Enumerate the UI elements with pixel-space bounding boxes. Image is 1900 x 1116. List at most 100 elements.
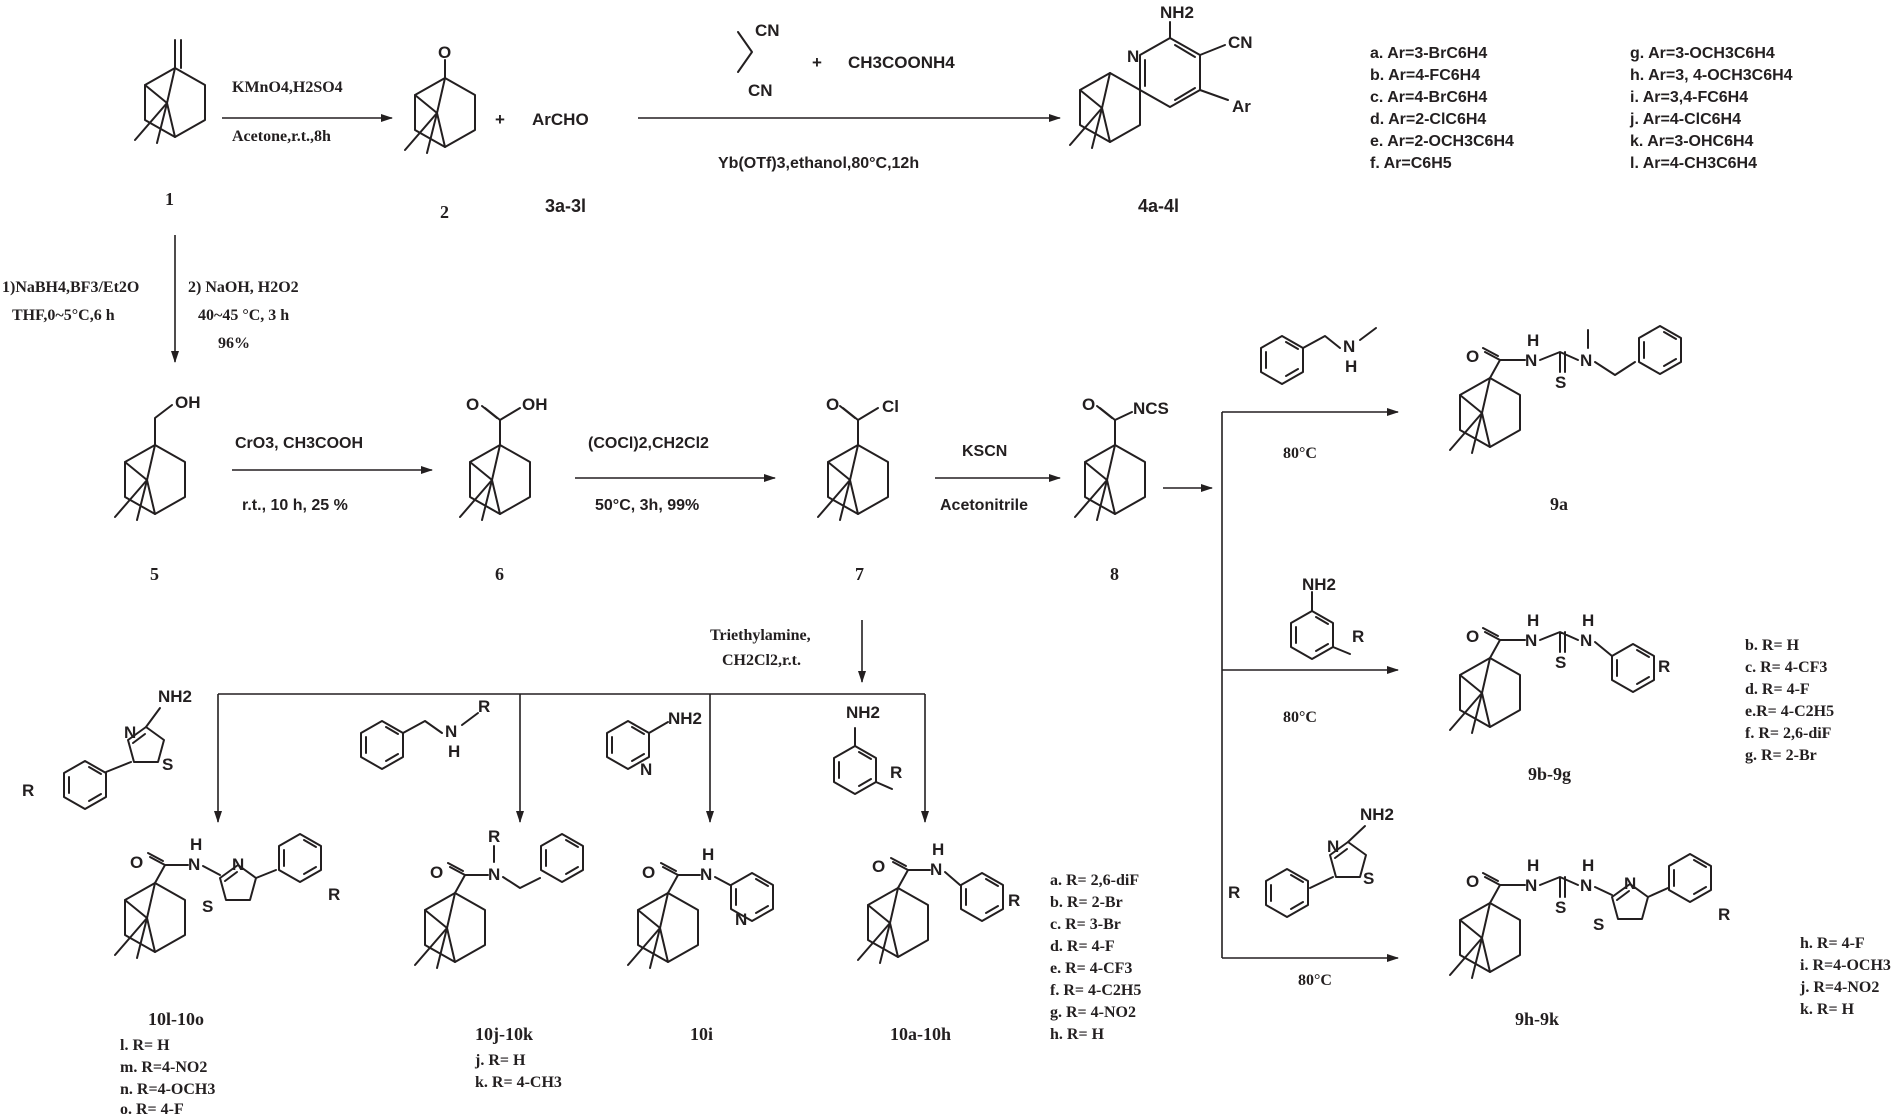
svg-text:N: N <box>1343 337 1355 356</box>
svg-text:c. Ar=4-BrC6H4: c. Ar=4-BrC6H4 <box>1370 89 1487 106</box>
substituent-list-10a: a. R= 2,6-diF b. R= 2-Br c. R= 3-Br d. R… <box>1050 872 1141 1043</box>
svg-text:R: R <box>488 827 500 846</box>
compound-9h-structure: O N H S N H N S R <box>1449 853 1730 979</box>
svg-text:j. R= H: j. R= H <box>474 1052 526 1069</box>
compound-10j-label: 10j-10k <box>475 1024 533 1044</box>
svg-text:m. R=4-NO2: m. R=4-NO2 <box>120 1059 207 1076</box>
substituent-list-10l: l. R= H m. R=4-NO2 n. R=4-OCH3 o. R= 4-F <box>120 1037 215 1116</box>
condition-naoh: 2) NaOH, H2O2 <box>188 279 299 296</box>
svg-text:N: N <box>124 723 136 742</box>
svg-text:N: N <box>188 855 200 874</box>
compound-2-label: 2 <box>440 202 449 222</box>
svg-text:O: O <box>1082 395 1095 414</box>
svg-text:NH2: NH2 <box>1360 805 1394 824</box>
svg-text:k. R= H: k. R= H <box>1800 1001 1855 1018</box>
svg-text:H: H <box>448 742 460 761</box>
svg-text:b. R= H: b. R= H <box>1745 637 1800 654</box>
svg-text:R: R <box>1718 905 1730 924</box>
compound-9h-label: 9h-9k <box>1515 1009 1559 1029</box>
svg-text:OH: OH <box>175 393 201 412</box>
compound-1-label: 1 <box>165 189 174 209</box>
compound-5-label: 5 <box>150 564 159 584</box>
compound-9b-label: 9b-9g <box>1528 764 1571 784</box>
svg-text:a. R= 2,6-diF: a. R= 2,6-diF <box>1050 872 1139 889</box>
svg-text:S: S <box>162 755 173 774</box>
svg-text:Ar: Ar <box>1232 97 1251 116</box>
compound-3-label: 3a-3l <box>545 196 586 216</box>
condition-acetonitrile: Acetonitrile <box>940 497 1028 514</box>
svg-text:d. Ar=2-ClC6H4: d. Ar=2-ClC6H4 <box>1370 111 1486 128</box>
svg-text:j. Ar=4-ClC6H4: j. Ar=4-ClC6H4 <box>1629 111 1741 128</box>
svg-text:CN: CN <box>1228 33 1253 52</box>
svg-text:d. R= 4-F: d. R= 4-F <box>1050 938 1115 955</box>
svg-text:c. R= 3-Br: c. R= 3-Br <box>1050 916 1121 933</box>
compound-5-structure: OH <box>114 393 201 521</box>
svg-text:N: N <box>735 910 747 929</box>
svg-text:R: R <box>328 885 340 904</box>
condition-triethylamine: Triethylamine, <box>710 627 811 644</box>
svg-text:R: R <box>1008 891 1020 910</box>
svg-text:l. R= H: l. R= H <box>120 1037 170 1054</box>
svg-text:R: R <box>22 781 34 800</box>
svg-text:g. R= 4-NO2: g. R= 4-NO2 <box>1050 1004 1136 1021</box>
svg-text:N: N <box>1624 874 1636 893</box>
svg-text:H: H <box>1527 331 1539 350</box>
svg-text:S: S <box>1363 869 1374 888</box>
svg-text:O: O <box>430 863 443 882</box>
svg-text:O: O <box>826 395 839 414</box>
svg-text:H: H <box>932 840 944 859</box>
condition-kscn: KSCN <box>962 443 1007 460</box>
compound-4-label: 4a-4l <box>1138 196 1179 216</box>
svg-text:NH2: NH2 <box>846 703 880 722</box>
svg-text:NH2: NH2 <box>158 687 192 706</box>
svg-text:NH2: NH2 <box>1160 3 1194 22</box>
compound-7-label: 7 <box>855 564 864 584</box>
aminopyridine-reagent-10: NH2 N <box>606 709 702 779</box>
substituent-list-10j: j. R= H k. R= 4-CH3 <box>474 1052 562 1091</box>
svg-text:f. R= 4-C2H5: f. R= 4-C2H5 <box>1050 982 1141 999</box>
substituent-list-9b: b. R= H c. R= 4-CF3 d. R= 4-F e.R= 4-C2H… <box>1745 637 1834 764</box>
compound-2-structure: O <box>404 43 476 154</box>
svg-text:f. Ar=C6H5: f. Ar=C6H5 <box>1370 155 1452 172</box>
condition-rt-10h: r.t., 10 h, 25 % <box>242 497 348 514</box>
temp-80c-9b: 80°C <box>1283 709 1317 726</box>
compound-8-label: 8 <box>1110 564 1119 584</box>
compound-10a-structure: O N H R <box>857 840 1020 964</box>
compound-6-structure: O OH <box>459 395 548 521</box>
svg-text:R: R <box>1658 657 1670 676</box>
svg-text:N: N <box>1580 631 1592 650</box>
svg-text:e. R= 4-CF3: e. R= 4-CF3 <box>1050 960 1132 977</box>
svg-text:O: O <box>130 853 143 872</box>
condition-yield-96: 96% <box>218 335 250 352</box>
svg-text:N: N <box>1127 47 1139 66</box>
svg-text:f. R= 2,6-diF: f. R= 2,6-diF <box>1745 725 1832 742</box>
svg-text:b. R= 2-Br: b. R= 2-Br <box>1050 894 1123 911</box>
svg-text:l. Ar=4-CH3C6H4: l. Ar=4-CH3C6H4 <box>1630 155 1757 172</box>
svg-text:N: N <box>232 855 244 874</box>
aniline-reagent-9: NH2 R <box>1290 575 1364 660</box>
condition-temp: 40~45 °C, 3 h <box>198 307 289 324</box>
compound-9b-structure: O N H S N H R <box>1449 611 1670 734</box>
svg-text:N: N <box>1580 876 1592 895</box>
svg-text:N: N <box>1580 351 1592 370</box>
compound-10l-label: 10l-10o <box>148 1009 204 1029</box>
svg-text:e.R= 4-C2H5: e.R= 4-C2H5 <box>1745 703 1834 720</box>
svg-text:H: H <box>1527 856 1539 875</box>
svg-text:R: R <box>890 763 902 782</box>
svg-text:O: O <box>1466 627 1479 646</box>
svg-text:g. R= 2-Br: g. R= 2-Br <box>1745 747 1817 764</box>
svg-text:Cl: Cl <box>882 397 899 416</box>
svg-text:h. R= 4-F: h. R= 4-F <box>1800 935 1865 952</box>
svg-text:N: N <box>1327 837 1339 856</box>
compound-10l-structure: O N H N S R <box>114 833 340 959</box>
aminothiazole-reagent-10: NH2 N S R <box>22 687 192 810</box>
svg-text:g. Ar=3-OCH3C6H4: g. Ar=3-OCH3C6H4 <box>1630 45 1775 62</box>
ammonium-acetate-reagent: CH3COONH4 <box>848 53 955 72</box>
compound-7-structure: O Cl <box>817 395 899 521</box>
plus-sign-1: + <box>495 110 505 129</box>
compound-6-label: 6 <box>495 564 504 584</box>
condition-cro3: CrO3, CH3COOH <box>235 435 363 452</box>
substituent-list-9h: h. R= 4-F i. R=4-OCH3 j. R=4-NO2 k. R= H <box>1799 935 1891 1018</box>
svg-text:H: H <box>702 845 714 864</box>
